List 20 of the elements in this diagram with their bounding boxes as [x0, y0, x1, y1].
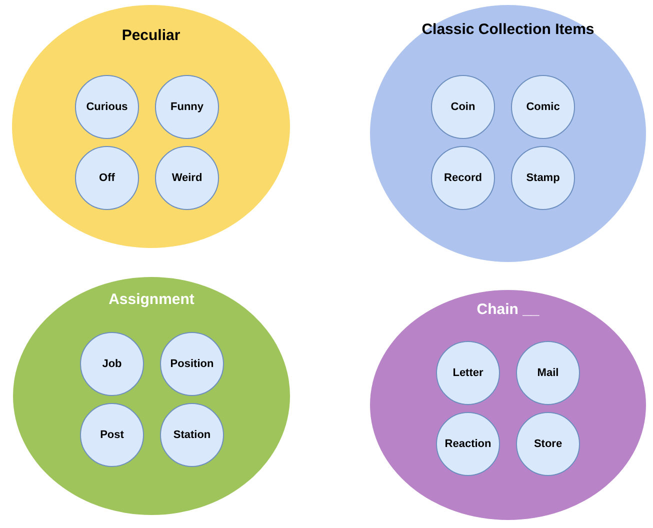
item-label: Funny	[170, 100, 204, 115]
item-label: Curious	[86, 100, 128, 115]
item-label: Coin	[450, 100, 476, 115]
group-title: Assignment	[108, 291, 196, 309]
group-title: Peculiar	[120, 27, 182, 45]
item-label: Stamp	[526, 170, 560, 186]
item-label: Job	[102, 356, 122, 372]
item-label: Off	[99, 170, 115, 186]
item-label: Record	[444, 170, 482, 186]
item-label: Reaction	[444, 436, 492, 452]
item-label: Letter	[452, 366, 484, 381]
item-label: Comic	[526, 100, 560, 115]
group-title: Chain __	[476, 301, 540, 319]
group-title: Classic Collection Items	[420, 21, 596, 39]
item-label: Mail	[537, 366, 559, 381]
item-label: Station	[173, 428, 211, 443]
item-label: Post	[100, 428, 124, 443]
item-label: Position	[170, 356, 214, 372]
item-label: Weird	[172, 170, 202, 186]
item-label: Store	[534, 436, 562, 452]
